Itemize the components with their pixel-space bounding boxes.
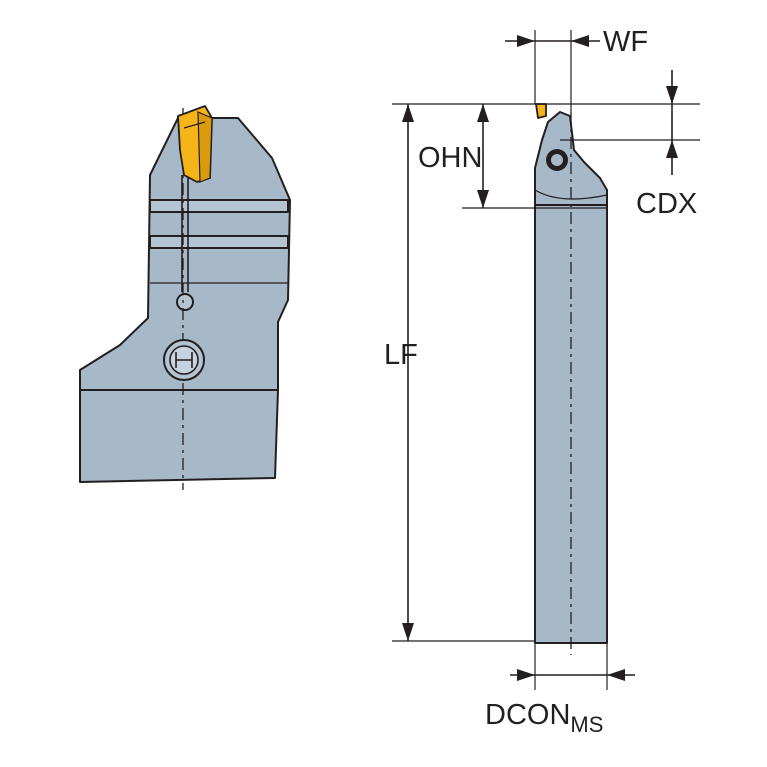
head-groove-lower xyxy=(149,235,289,249)
holder-side-view xyxy=(534,103,608,655)
side-insert-icon xyxy=(535,103,547,119)
dcon-label: DCONMS xyxy=(485,699,603,737)
holder-top-view xyxy=(79,105,291,490)
head-groove-upper xyxy=(149,199,289,213)
ohn-label: OHN xyxy=(418,142,482,174)
dimension-lines xyxy=(392,30,700,690)
shank-lower-section xyxy=(79,389,279,483)
dcon-label-main: DCON xyxy=(485,699,570,731)
clamp-slot xyxy=(181,175,189,292)
clamp-screw-icon xyxy=(163,339,205,381)
slot-relief-hole xyxy=(176,293,194,311)
head-contour-line xyxy=(534,189,608,200)
dcon-label-sub: MS xyxy=(570,712,603,737)
insert-icon xyxy=(177,105,213,183)
side-head xyxy=(534,111,608,206)
head-body xyxy=(79,117,291,391)
lf-label: LF xyxy=(384,339,418,371)
wf-label: WF xyxy=(603,26,648,58)
cdx-label: CDX xyxy=(636,188,697,220)
side-clamp-screw-icon xyxy=(546,149,568,171)
